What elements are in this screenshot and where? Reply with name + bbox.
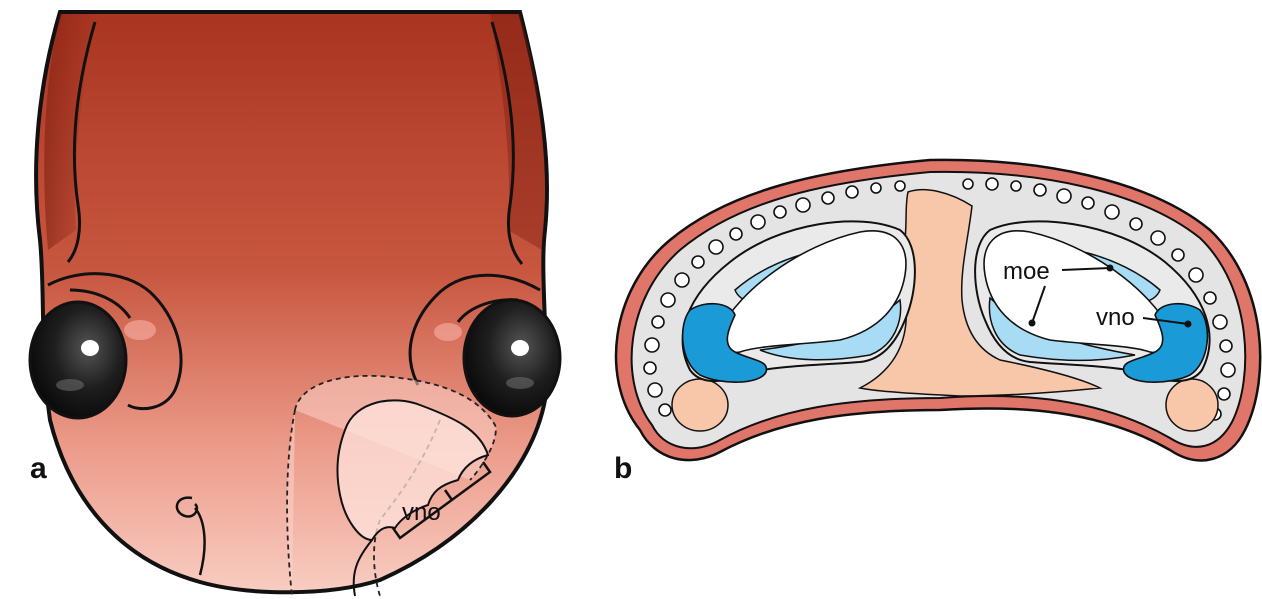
panel-b-cross-section: moe vno b — [614, 160, 1260, 485]
left-eye-highlight-ridge — [124, 320, 156, 340]
right-eye-highlight-ridge — [434, 323, 462, 341]
panel-a-vno-label: vno — [402, 499, 441, 526]
panel-a-letter: a — [30, 452, 47, 485]
panel-b-vno-label: vno — [1096, 304, 1135, 331]
left-eye — [30, 302, 126, 418]
panel-b-moe-label: moe — [1003, 258, 1050, 285]
right-ventral-cartilage — [1166, 379, 1218, 431]
panel-a-head-illustration: vno a — [30, 12, 560, 596]
right-eye — [464, 300, 560, 416]
panel-b-letter: b — [614, 452, 632, 485]
left-ventral-cartilage — [672, 379, 728, 431]
